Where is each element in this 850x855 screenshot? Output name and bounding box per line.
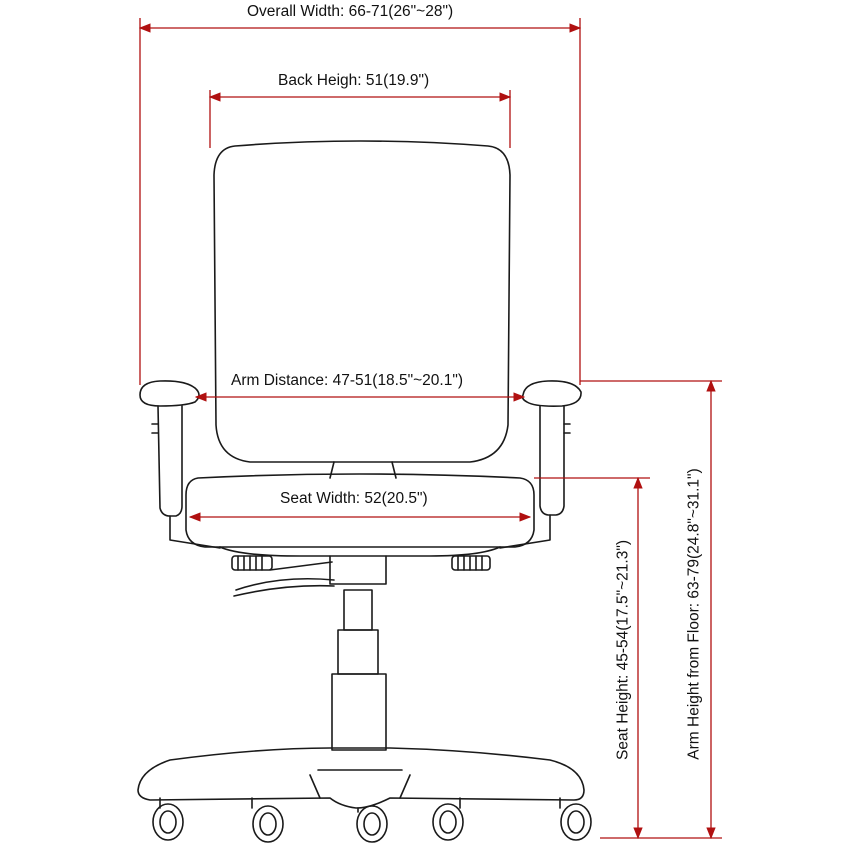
overall-width-dimension [138,18,582,385]
backrest [213,140,511,463]
adjust-lever [233,561,335,597]
right-arm-pad [521,380,582,407]
right-knob [451,555,491,571]
caster-5 [559,797,592,841]
back-height-dimension [208,90,512,148]
mechanism [329,555,387,585]
gas-cylinder-upper [343,589,373,631]
caster-3 [356,805,388,843]
seat [185,473,535,548]
arm-distance-label: Arm Distance: 47-51(18.5"~20.1") [228,373,466,389]
caster-1 [152,797,184,841]
left-knob [231,555,273,571]
left-arm-pad [139,380,200,407]
back-height-label: Back Heigh: 51(19.9") [275,73,433,89]
seat-width-label: Seat Width: 52(20.5") [277,491,431,507]
seat-height-dimension [534,476,650,840]
arm-height-dimension [580,379,722,840]
star-base [137,747,585,809]
seat-height-label: Seat Height: 45-54(17.5"~21.3") [614,537,631,763]
left-arm-post [157,405,183,517]
overall-width-label: Overall Width: 66-71(26"~28") [244,4,457,20]
gas-cylinder-lower [331,673,387,751]
caster-2 [251,797,284,843]
right-arm-post [539,405,565,516]
caster-4 [432,797,464,841]
arm-height-label: Arm Height from Floor: 63-79(24.8"~31.1"… [685,465,702,763]
